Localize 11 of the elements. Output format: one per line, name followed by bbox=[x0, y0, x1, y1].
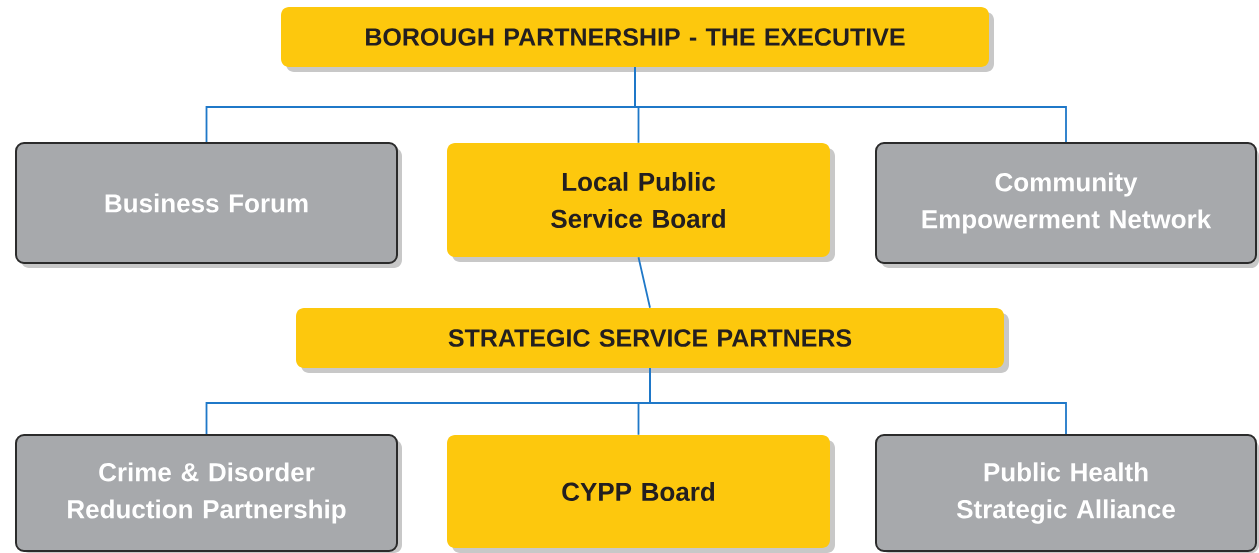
member-box: Community Empowerment Network bbox=[875, 142, 1257, 264]
connector-line bbox=[634, 66, 1067, 143]
summary-box: CYPP Board bbox=[447, 435, 830, 548]
member-box: Business Forum bbox=[15, 142, 398, 264]
member-box: Crime & Disorder Reduction Partnership bbox=[15, 434, 398, 552]
summary-box: BOROUGH PARTNERSHIP - THE EXECUTIVE bbox=[281, 7, 989, 67]
member-box: Public Health Strategic Alliance bbox=[875, 434, 1257, 552]
connector-line bbox=[637, 256, 651, 309]
summary-box: STRATEGIC SERVICE PARTNERS bbox=[296, 308, 1004, 368]
connector-line bbox=[649, 367, 1067, 435]
summary-box: Local Public Service Board bbox=[447, 143, 830, 257]
